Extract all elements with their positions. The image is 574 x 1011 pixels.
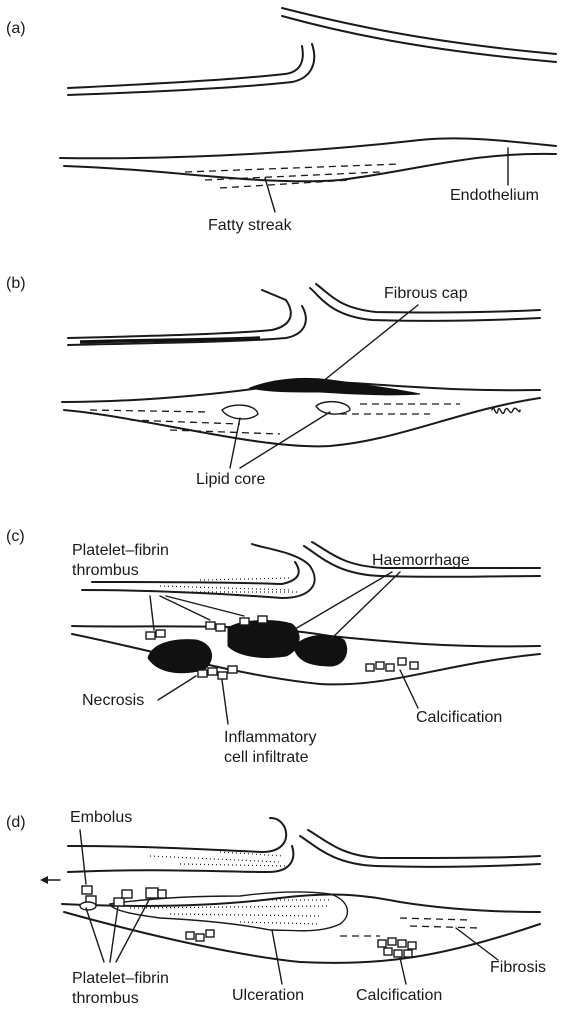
inflammatory-label-line-1: Inflammatory xyxy=(224,729,316,746)
platelet-fibrin-pointer-1 xyxy=(150,596,154,630)
fatty-streak-pointer xyxy=(265,178,275,212)
necrosis-label: Necrosis xyxy=(82,692,144,709)
branch-thrombus-stipple xyxy=(160,578,300,592)
endothelium-label: Endothelium xyxy=(450,187,539,204)
platelet-fibrin-pointer-2 xyxy=(110,906,118,962)
platelet-fibrin-label-line-1: Platelet–fibrin xyxy=(72,970,169,987)
lower-vessel-wall xyxy=(60,138,556,181)
ulceration-label: Ulceration xyxy=(232,987,304,1004)
branch-thrombus-stipple xyxy=(150,852,288,866)
haemorrhage-masses xyxy=(148,621,347,673)
platelet-fibrin-label-line-1: Platelet–fibrin xyxy=(72,542,169,559)
upper-vessel-wall xyxy=(300,830,540,867)
panel-b: (b) Fibrous cap Lipid core xyxy=(6,275,540,488)
platelet-fibrin-boxes xyxy=(114,888,166,906)
calcification-boxes xyxy=(186,930,416,957)
platelet-fibrin-pointer-1 xyxy=(86,908,104,962)
embolus-label: Embolus xyxy=(70,809,132,826)
lipid-core-marks xyxy=(90,402,460,434)
platelet-fibrin-label-line-2: thrombus xyxy=(72,990,139,1007)
calcification-pointer xyxy=(400,958,406,984)
haemorrhage-pointer-1 xyxy=(290,572,392,632)
ulceration-pointer xyxy=(272,930,282,984)
necrosis-pointer xyxy=(158,676,196,700)
panel-b-letter: (b) xyxy=(6,275,26,292)
lipid-core-label: Lipid core xyxy=(196,471,265,488)
inflammatory-pointer xyxy=(222,680,228,724)
fibrous-cap-label: Fibrous cap xyxy=(384,285,468,302)
platelet-fibrin-pointer-3 xyxy=(166,596,244,616)
calcification-label: Calcification xyxy=(416,709,502,726)
panel-c-letter: (c) xyxy=(6,528,25,545)
panel-a-letter: (a) xyxy=(6,20,26,37)
panel-c: (c) xyxy=(6,528,540,766)
artist-signature xyxy=(492,408,520,413)
calcification-label: Calcification xyxy=(356,987,442,1004)
panel-a: (a) Fatty streak Endothelium xyxy=(6,8,556,234)
fibrosis-marks xyxy=(340,918,480,936)
inflammatory-label-line-2: cell infiltrate xyxy=(224,749,309,766)
platelet-fibrin-label-line-2: thrombus xyxy=(72,562,139,579)
fibrous-cap-pointer xyxy=(322,305,418,382)
fatty-streak-label: Fatty streak xyxy=(208,217,293,234)
fibrosis-pointer xyxy=(456,928,498,960)
platelet-fibrin-pointer-3 xyxy=(116,898,150,962)
upper-vessel-wall xyxy=(282,8,556,62)
haemorrhage-pointer-2 xyxy=(330,572,400,640)
flow-direction-arrow-icon xyxy=(40,876,60,884)
branch-vessel-wall xyxy=(68,290,306,345)
panel-d: (d) xyxy=(6,809,546,1007)
lipid-core-pointer-1 xyxy=(230,418,240,468)
branch-vessel-wall xyxy=(68,44,314,95)
panel-d-letter: (d) xyxy=(6,814,26,831)
fibrosis-label: Fibrosis xyxy=(490,959,546,976)
platelet-fibrin-pointer-2 xyxy=(160,596,210,620)
embolus-pointer xyxy=(80,830,86,884)
embolus xyxy=(80,886,96,910)
haemorrhage-label: Haemorrhage xyxy=(372,552,470,569)
